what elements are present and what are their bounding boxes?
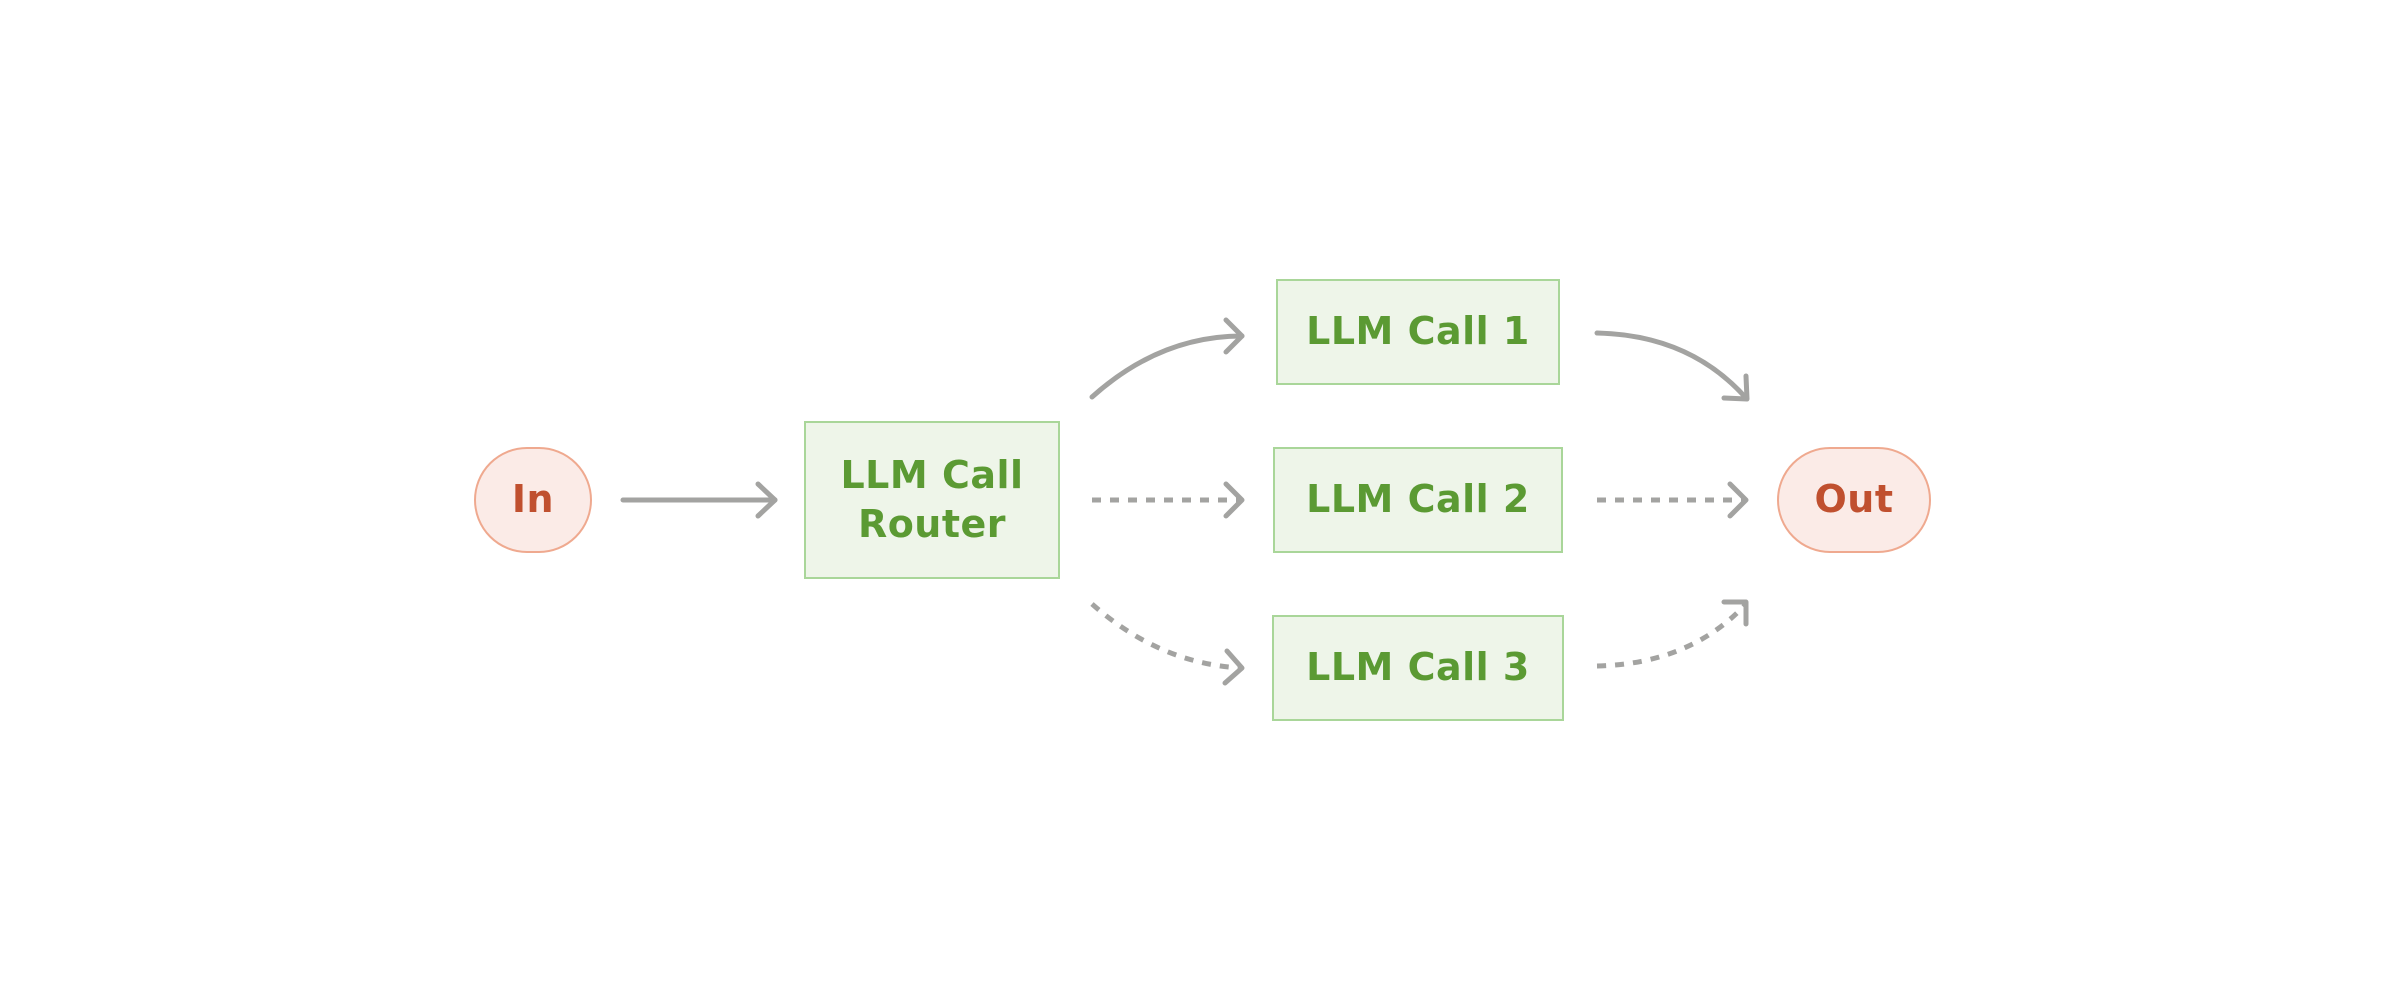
arrowhead-call2-to-output	[1727, 481, 1749, 519]
arrowhead-input-to-router	[755, 481, 778, 519]
output-node: Out	[1777, 447, 1931, 553]
arrowhead-router-to-call3	[1222, 648, 1245, 686]
arrowhead-router-to-call1	[1223, 317, 1245, 355]
llm-call-3-label: LLM Call 3	[1306, 645, 1530, 690]
llm-call-1-node: LLM Call 1	[1276, 279, 1560, 385]
edge-call3-to-output	[1596, 602, 1748, 669]
arrowhead-call3-to-output	[1721, 599, 1749, 627]
router-node: LLM Call Router	[804, 421, 1060, 579]
input-node: In	[474, 447, 592, 553]
edge-router-to-call3	[1090, 602, 1243, 671]
llm-call-2-label: LLM Call 2	[1306, 477, 1530, 522]
llm-call-3-node: LLM Call 3	[1272, 615, 1564, 721]
edge-call1-to-output	[1594, 330, 1749, 401]
router-node-label-line2: Router	[857, 502, 1007, 546]
llm-call-1-label: LLM Call 1	[1306, 309, 1530, 354]
router-node-label-line1: LLM Call	[840, 452, 1024, 497]
arrowhead-call1-to-output	[1721, 373, 1750, 402]
input-node-label: In	[511, 477, 555, 522]
output-node-label: Out	[1814, 477, 1894, 522]
arrowhead-router-to-call2	[1223, 481, 1245, 519]
llm-call-2-node: LLM Call 2	[1273, 447, 1563, 553]
edge-router-to-call1	[1089, 333, 1245, 400]
